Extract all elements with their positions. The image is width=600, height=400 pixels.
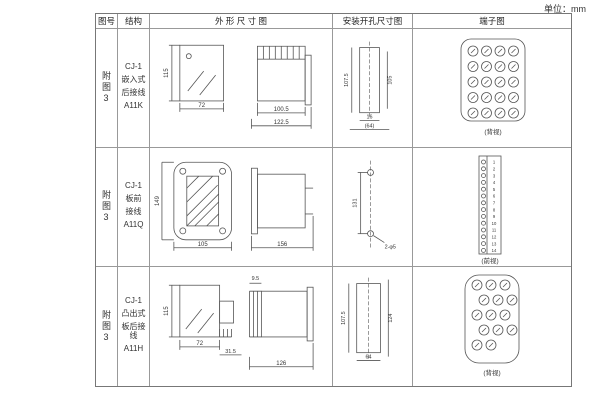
terminal-svg-row1: (背视) — [460, 38, 526, 136]
structure-row1: CJ-1 嵌入式 后接线 A11K — [118, 29, 150, 148]
structure-line: A11H — [123, 344, 144, 354]
dim-label: 72 — [196, 341, 203, 347]
dim-label: 124 — [388, 314, 394, 323]
svg-text:13: 13 — [492, 241, 497, 246]
dim-label: 16 — [367, 114, 373, 120]
col-header-outline: 外 形 尺 寸 图 — [150, 14, 333, 29]
col-header-terminal: 端子图 — [413, 14, 571, 29]
svg-text:5: 5 — [493, 186, 496, 191]
structure-line: CJ-1 — [125, 180, 142, 190]
svg-text:11: 11 — [492, 227, 497, 232]
dim-label: 131 — [353, 198, 359, 207]
structure-line: 板前 — [125, 193, 142, 203]
col-header-fig: 图号 — [96, 14, 118, 29]
dim-label: 72 — [198, 102, 205, 108]
terminal-circles — [471, 279, 518, 351]
dim-label: 105 — [387, 75, 393, 84]
structure-line: CJ-1 — [125, 295, 142, 305]
hole-note-label: 2-φ5 — [385, 244, 396, 250]
svg-text:12: 12 — [492, 234, 497, 239]
structure-line: 板后接线 — [121, 321, 146, 341]
structure-line: 凸出式 — [121, 308, 146, 318]
structure-line: 后接线 — [121, 88, 146, 97]
structure-row2: CJ-1 板前 接线 A11Q — [118, 148, 150, 267]
dim-label: 115 — [164, 67, 170, 77]
dim-label: 9.5 — [252, 276, 260, 282]
col-header-structure: 结构 — [118, 14, 150, 29]
terminal-circles — [467, 45, 519, 118]
dim-label: 31.5 — [225, 349, 236, 355]
dim-label: 107.5 — [344, 73, 350, 87]
dim-label: 100.5 — [274, 106, 290, 112]
svg-text:2: 2 — [493, 166, 496, 171]
outline-drawing-a11q: 149 105 156 — [150, 148, 333, 267]
terminal-svg-row3: (背视) — [464, 274, 520, 377]
outline-svg-row1: 115 72 100.5 122.5 — [164, 44, 312, 129]
view-label: (前视) — [481, 256, 498, 265]
mount-drawing-a11h: 107.5 124 64 — [333, 267, 413, 386]
svg-text:3: 3 — [493, 173, 496, 178]
svg-text:10: 10 — [492, 220, 497, 225]
unit-label: 单位：mm — [544, 4, 586, 14]
col-header-mount: 安装开孔尺寸图 — [333, 14, 413, 29]
svg-text:4: 4 — [493, 180, 496, 185]
dim-label: (64) — [365, 123, 375, 129]
spec-table: 图号 结构 外 形 尺 寸 图 安装开孔尺寸图 端子图 附图3 CJ-1 嵌入式… — [95, 13, 572, 387]
view-label: (背视) — [483, 368, 500, 377]
dim-label: 107.5 — [341, 311, 347, 325]
terminal-diagram-a11h: (背视) — [413, 267, 571, 386]
structure-line: CJ-1 — [125, 61, 142, 71]
dim-label: 122.5 — [274, 119, 290, 125]
mount-svg-row3: 107.5 124 64 — [341, 277, 394, 361]
structure-line: 嵌入式 — [121, 74, 146, 84]
svg-text:6: 6 — [493, 193, 496, 198]
mount-svg-row2: 131 2-φ5 — [353, 160, 396, 250]
svg-text:9: 9 — [493, 214, 496, 219]
dim-label: 105 — [198, 241, 209, 247]
outline-svg-row2: 149 105 156 — [155, 161, 314, 251]
outline-svg-row3: 115 72 31.5 9.5 126 — [164, 276, 314, 370]
dim-label: 126 — [276, 361, 287, 367]
svg-text:1: 1 — [493, 159, 496, 164]
terminal-diagram-a11k: (背视) — [413, 29, 571, 148]
structure-line: 接线 — [125, 207, 142, 216]
svg-text:7: 7 — [493, 200, 496, 205]
dim-label: 64 — [366, 355, 372, 361]
mount-drawing-a11q: 131 2-φ5 — [333, 148, 413, 267]
structure-line: A11Q — [123, 220, 144, 230]
mount-drawing-a11k: 107.5 105 16 (64) — [333, 29, 413, 148]
outline-drawing-a11h: 115 72 31.5 9.5 126 — [150, 267, 333, 386]
fig-number-row3: 附图3 — [96, 267, 118, 386]
dim-label: 115 — [164, 306, 170, 316]
dim-label: 149 — [155, 195, 161, 206]
svg-text:14: 14 — [492, 248, 497, 253]
outline-drawing-a11k: 115 72 100.5 122.5 — [150, 29, 333, 148]
view-label: (背视) — [484, 127, 501, 136]
mount-svg-row1: 107.5 105 16 (64) — [344, 41, 393, 130]
structure-row3: CJ-1 凸出式 板后接线 A11H — [118, 267, 150, 386]
structure-line: A11K — [124, 101, 143, 111]
fig-number-row2: 附图3 — [96, 148, 118, 267]
dim-label: 156 — [277, 241, 288, 247]
svg-text:8: 8 — [493, 207, 496, 212]
fig-number-row1: 附图3 — [96, 29, 118, 148]
